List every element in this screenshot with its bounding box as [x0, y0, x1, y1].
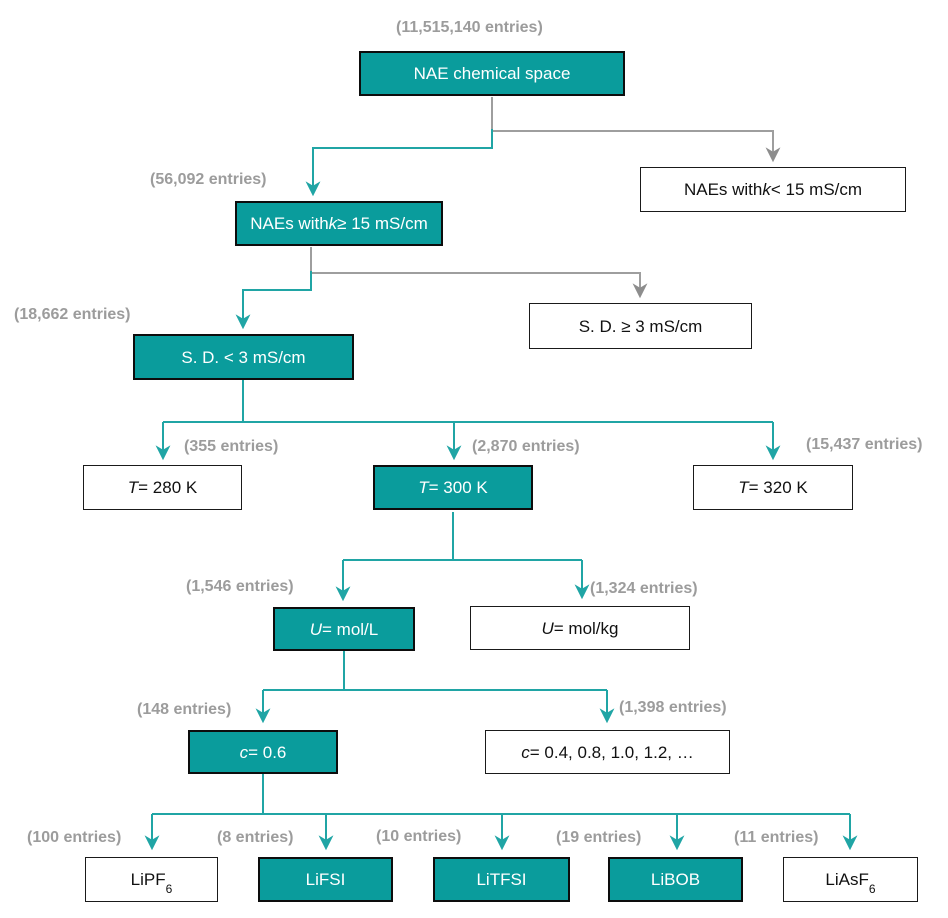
node-lifsi: LiFSI: [258, 857, 393, 902]
node-var: T: [127, 478, 139, 497]
entries-label-u-mol-l: (1,546 entries): [186, 578, 294, 595]
node-text: LiTFSI: [476, 870, 527, 889]
node-text: LiAsF: [825, 870, 869, 889]
node-c-0-6: c = 0.6: [188, 730, 338, 774]
node-t-320: T = 320 K: [693, 465, 853, 510]
node-var: U: [309, 619, 323, 639]
node-text: S. D. ≥ 3 mS/cm: [578, 316, 703, 336]
node-text: = mol/L: [322, 619, 379, 639]
entries-label-lipf6: (100 entries): [27, 829, 122, 846]
wire-to-sd-lt3: [235, 271, 312, 330]
node-var: k: [762, 180, 771, 199]
node-text: = 280 K: [138, 478, 198, 497]
node-var: c: [239, 742, 249, 762]
node-text: LiBOB: [650, 870, 701, 889]
entries-label-t300: (2,870 entries): [472, 438, 580, 455]
node-text: = 300 K: [428, 478, 488, 497]
node-text: LiFSI: [305, 870, 346, 889]
node-u-mol-l: U = mol/L: [273, 607, 415, 651]
node-var: c: [521, 742, 530, 762]
node-litfsi: LiTFSI: [433, 857, 570, 902]
node-text: NAE chemical space: [413, 64, 571, 83]
node-var: k: [328, 214, 338, 233]
node-text: = 320 K: [748, 478, 808, 497]
entries-label-litfsi: (10 entries): [376, 828, 462, 845]
node-var: U: [541, 618, 554, 638]
node-sub: 6: [165, 882, 173, 896]
entries-label-k-ge15: (56,092 entries): [150, 171, 267, 188]
node-text: = 0.6: [248, 742, 287, 762]
node-var: T: [738, 478, 749, 497]
entries-label-lifsi: (8 entries): [217, 829, 294, 846]
entries-label-t320: (15,437 entries): [806, 436, 923, 453]
node-text: ≥ 15 mS/cm: [337, 214, 428, 233]
entries-label-t280: (355 entries): [184, 438, 279, 455]
node-text: LiPF: [130, 870, 166, 889]
wire-to-k-lt15: [491, 97, 781, 163]
wire-to-k-ge15: [305, 129, 493, 197]
entries-label-liasf6: (11 entries): [734, 829, 819, 846]
node-text: NAEs with: [683, 180, 763, 199]
node-sd-lt-3: S. D. < 3 mS/cm: [133, 334, 354, 380]
node-sd-ge-3: S. D. ≥ 3 mS/cm: [529, 303, 752, 349]
entries-label-sd-lt3: (18,662 entries): [14, 306, 131, 323]
node-naes-k-lt-15: NAEs with k < 15 mS/cm: [640, 167, 906, 212]
node-t-300: T = 300 K: [373, 465, 533, 510]
node-text: NAEs with: [250, 214, 329, 233]
node-text: = mol/kg: [553, 618, 619, 638]
node-t-280: T = 280 K: [83, 465, 242, 510]
entries-label-c-other: (1,398 entries): [619, 699, 727, 716]
node-naes-k-ge-15: NAEs with k ≥ 15 mS/cm: [235, 201, 443, 246]
node-text: = 0.4, 0.8, 1.0, 1.2, …: [529, 742, 694, 762]
entries-label-u-mol-kg: (1,324 entries): [590, 580, 698, 597]
node-text: < 15 mS/cm: [770, 180, 863, 199]
node-libob: LiBOB: [608, 857, 743, 902]
entries-label-libob: (19 entries): [556, 829, 642, 846]
entries-label-c06: (148 entries): [137, 701, 232, 718]
node-u-mol-kg: U = mol/kg: [470, 606, 690, 650]
wire-to-sd-ge3: [310, 247, 648, 299]
entries-label-nae-space: (11,515,140 entries): [396, 19, 543, 36]
node-nae-chemical-space: NAE chemical space: [359, 51, 625, 96]
node-var: T: [418, 478, 429, 497]
node-c-other: c = 0.4, 0.8, 1.0, 1.2, …: [485, 730, 730, 774]
node-sub: 6: [868, 882, 876, 896]
node-text: S. D. < 3 mS/cm: [181, 347, 306, 367]
